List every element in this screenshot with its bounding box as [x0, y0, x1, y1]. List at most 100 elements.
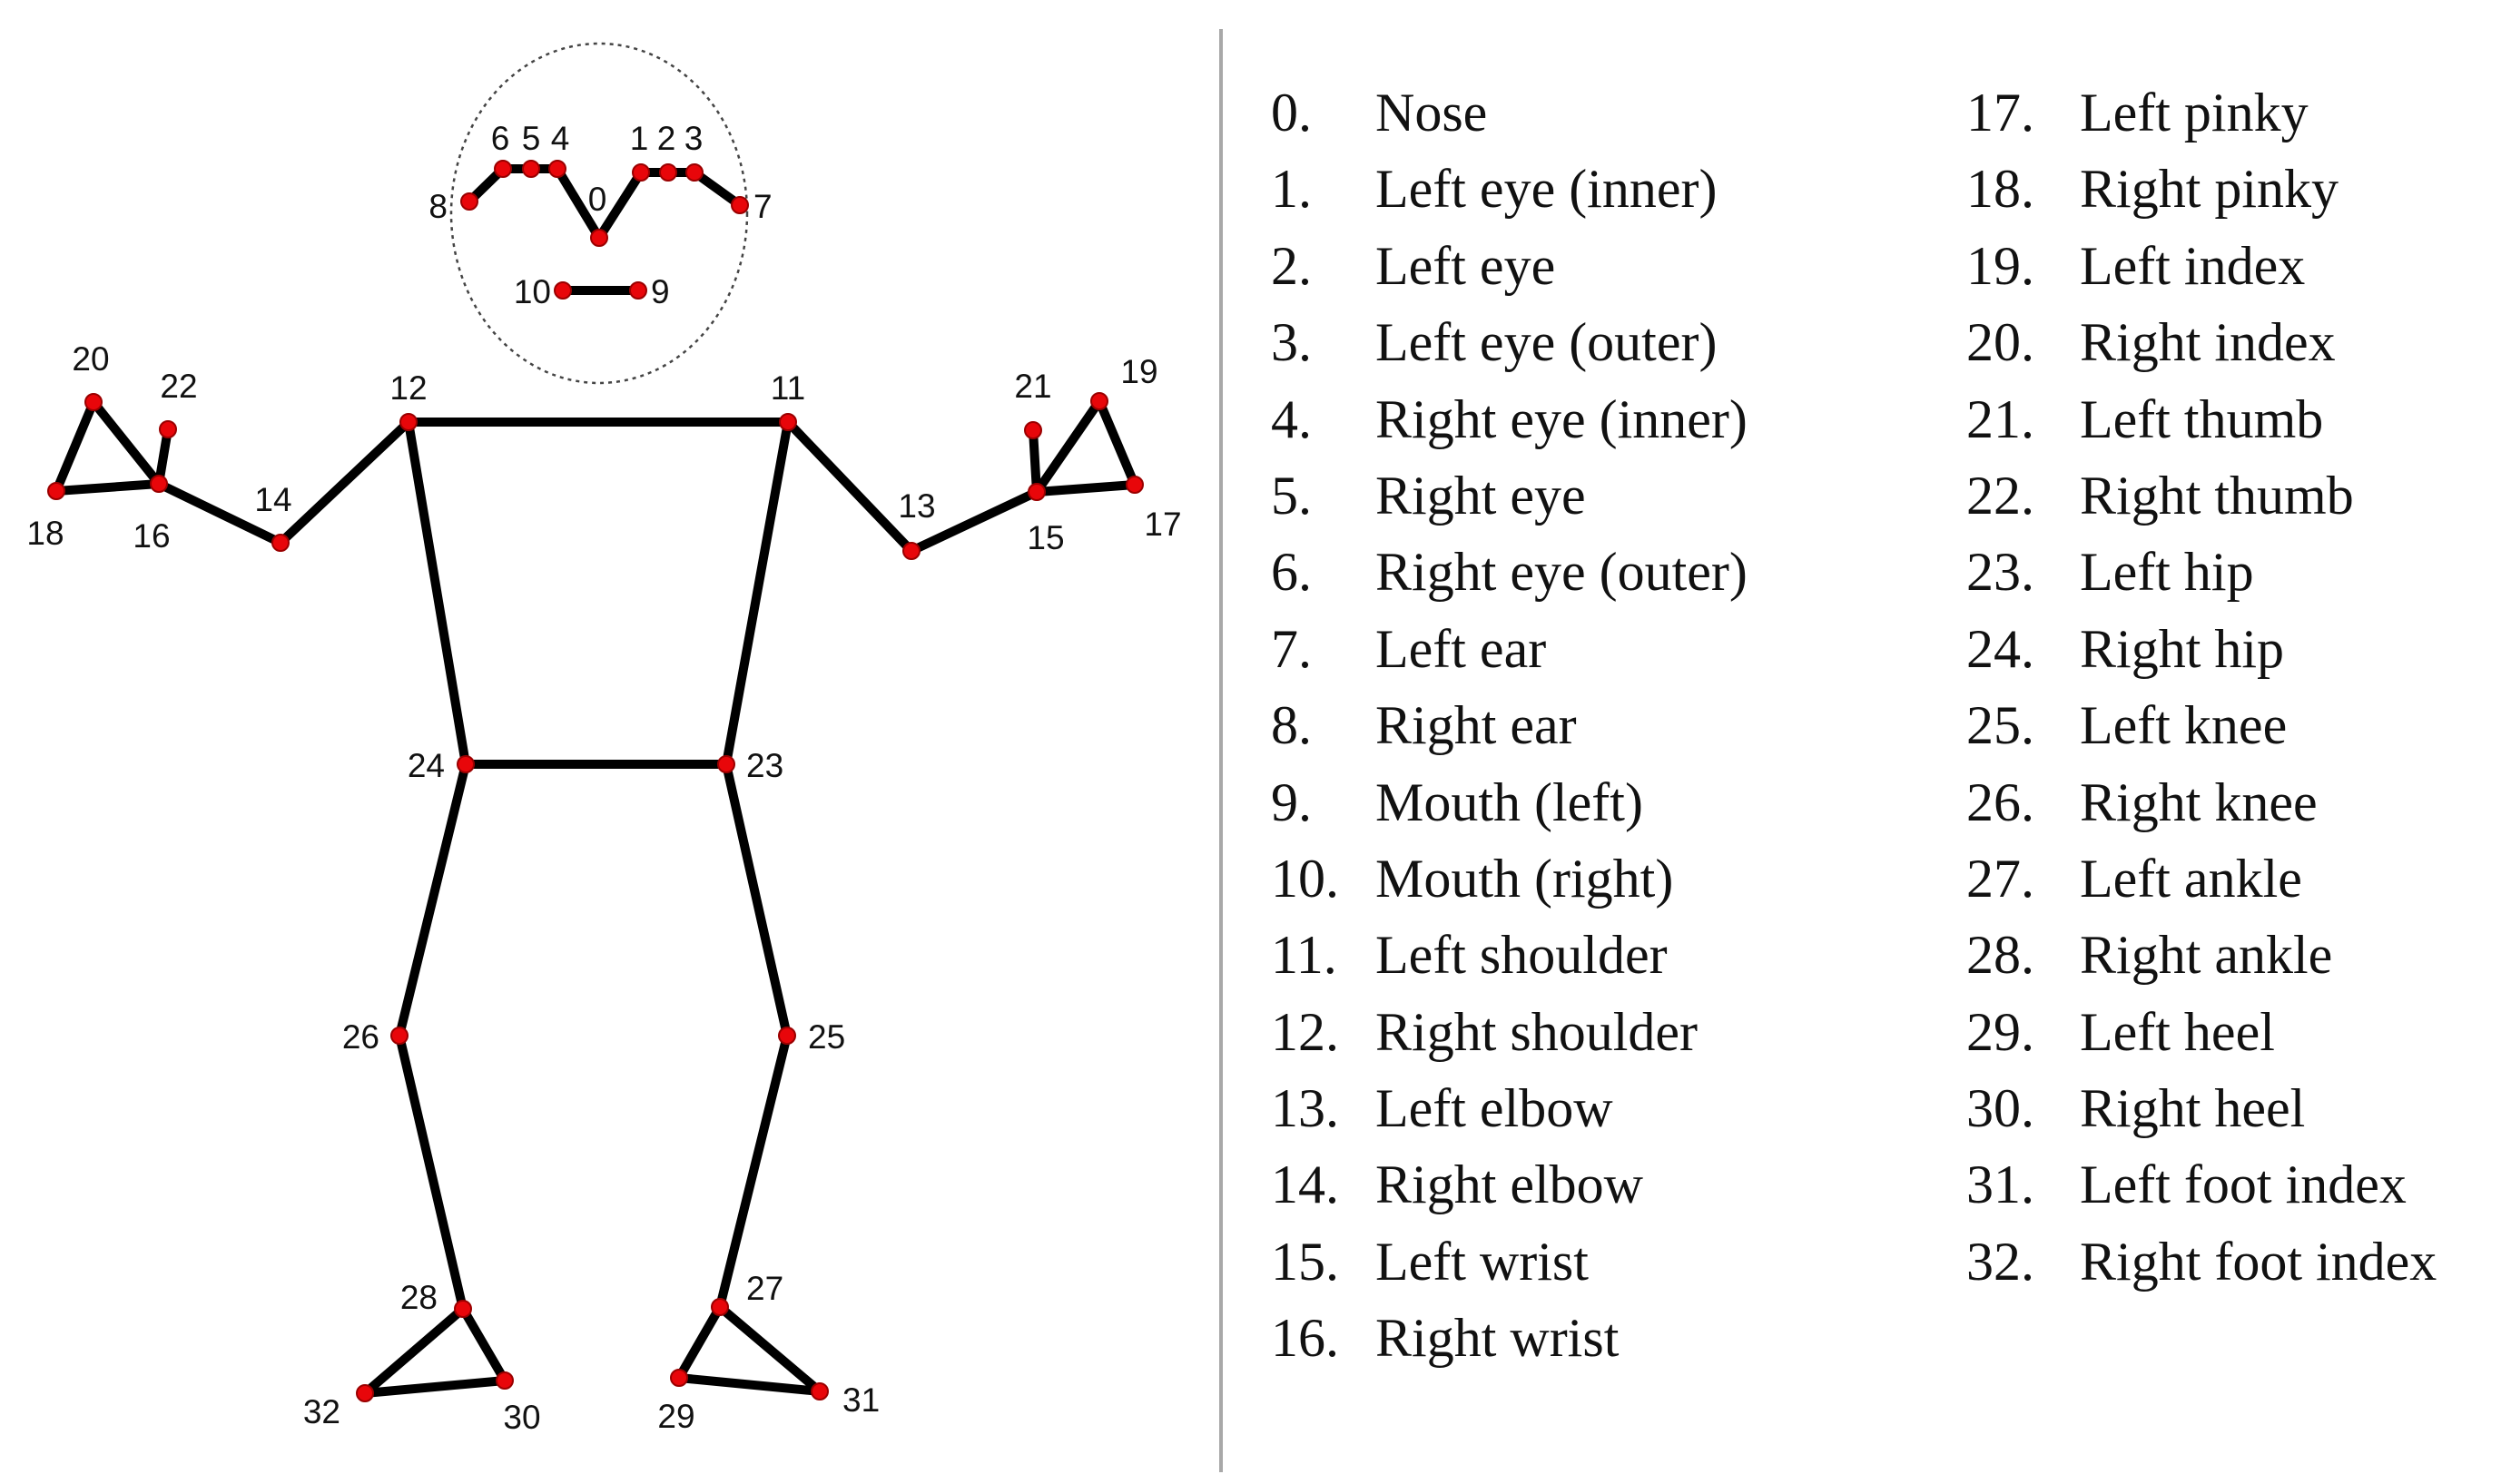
landmark-label-11: 11	[771, 369, 805, 407]
legend-name: Left index	[2080, 235, 2306, 296]
legend-name: Left wrist	[1375, 1231, 1589, 1292]
legend-name: Nose	[1375, 83, 1488, 143]
landmark-label-7: 7	[753, 188, 773, 225]
legend-item: 14.Right elbow	[1271, 1146, 1748, 1223]
landmark-point-25	[778, 1027, 796, 1045]
legend-item: 5.Right eye	[1271, 457, 1748, 534]
legend-index: 23.	[1966, 542, 2034, 603]
legend-index: 7.	[1271, 618, 1312, 679]
landmark-label-28: 28	[400, 1279, 438, 1316]
legend-item: 24.Right hip	[1966, 611, 2437, 687]
landmark-point-10	[554, 281, 572, 300]
legend-name: Left eye (outer)	[1375, 312, 1718, 373]
landmark-label-8: 8	[428, 188, 448, 225]
legend-index: 19.	[1966, 235, 2034, 296]
legend-item: 11.Left shoulder	[1271, 917, 1748, 993]
bone-16-22	[154, 425, 172, 488]
legend-index: 14.	[1271, 1155, 1339, 1215]
bone-27-29	[675, 1302, 724, 1382]
legend-index: 31.	[1966, 1155, 2034, 1215]
legend-index: 9.	[1271, 771, 1312, 832]
joints-layer	[47, 160, 1144, 1402]
landmark-label-17: 17	[1144, 506, 1181, 543]
landmark-point-1	[632, 163, 650, 182]
bone-14-16	[154, 479, 285, 547]
bones-layer	[52, 164, 1139, 1398]
legend-name: Right knee	[2080, 771, 2318, 832]
legend-index: 0.	[1271, 83, 1312, 143]
legend-item: 32.Right foot index	[1966, 1224, 2437, 1300]
legend-index: 26.	[1966, 771, 2034, 832]
landmark-point-29	[670, 1369, 688, 1387]
landmark-label-31: 31	[842, 1381, 880, 1419]
landmark-point-30	[496, 1371, 514, 1390]
landmark-point-2	[659, 163, 677, 182]
landmark-label-2: 2	[657, 120, 676, 157]
legend-item: 19. Left index	[1966, 228, 2437, 304]
legend-item: 26. Right knee	[1966, 764, 2437, 840]
legend-index: 22.	[1966, 465, 2034, 526]
bone-26-28	[395, 1031, 468, 1313]
bone-23-25	[722, 760, 792, 1040]
legend-name: Left knee	[2080, 695, 2288, 756]
legend-item: 10.Mouth (right)	[1271, 840, 1748, 917]
bone-18-20	[52, 398, 98, 496]
landmark-label-27: 27	[746, 1270, 783, 1307]
legend-index: 1.	[1271, 159, 1312, 220]
landmark-point-12	[399, 413, 418, 431]
legend-index: 20.	[1966, 312, 2034, 373]
bone-13-15	[907, 487, 1041, 555]
bone-3-7	[690, 168, 744, 210]
landmark-label-32: 32	[303, 1393, 340, 1430]
legend-index: 27.	[1966, 848, 2034, 909]
landmark-label-5: 5	[522, 120, 541, 157]
bone-0-1	[595, 168, 645, 242]
landmark-point-19	[1090, 392, 1108, 410]
landmark-point-4	[548, 160, 566, 178]
landmark-point-23	[717, 755, 735, 773]
legend-name: Left eye (inner)	[1375, 159, 1718, 220]
bone-24-26	[395, 760, 470, 1040]
bone-29-31	[675, 1373, 824, 1396]
legend-item: 7. Left ear	[1271, 611, 1748, 687]
landmark-label-24: 24	[408, 747, 445, 784]
landmark-point-7	[731, 196, 749, 214]
legend-name: Left ear	[1375, 618, 1547, 679]
legend-name: Left eye	[1375, 235, 1556, 296]
legend-index: 32.	[1966, 1231, 2034, 1292]
legend-index: 6.	[1271, 542, 1312, 603]
legend-name: Left heel	[2080, 1001, 2275, 1062]
legend-item: 9.Mouth (left)	[1271, 764, 1748, 840]
landmark-point-27	[711, 1298, 729, 1316]
landmark-label-22: 22	[160, 368, 197, 405]
landmark-label-12: 12	[389, 369, 427, 407]
legend-name: Right eye (outer)	[1375, 542, 1748, 603]
bone-30-28	[458, 1304, 509, 1385]
legend-item: 8.Right ear	[1271, 687, 1748, 763]
legend-index: 17.	[1966, 83, 2034, 143]
legend-item: 0. Nose	[1271, 74, 1748, 151]
landmark-point-3	[685, 163, 704, 182]
legend-item: 12.Right shoulder	[1271, 994, 1748, 1070]
landmark-point-32	[356, 1384, 374, 1402]
bone-16-18	[52, 479, 163, 496]
legend-item: 21.Left thumb	[1966, 381, 2437, 457]
legend-name: Left hip	[2080, 542, 2254, 603]
legend-index: 13.	[1271, 1078, 1339, 1139]
legend-name: Mouth (right)	[1375, 848, 1674, 909]
legend-item: 29.Left heel	[1966, 994, 2437, 1070]
landmark-point-5	[522, 160, 540, 178]
landmark-point-13	[902, 542, 921, 560]
landmark-point-20	[84, 393, 103, 411]
landmark-point-9	[629, 281, 647, 300]
landmark-point-24	[457, 755, 475, 773]
legend-item: 23. Left hip	[1966, 534, 2437, 610]
bone-28-32	[360, 1304, 468, 1398]
landmark-label-13: 13	[898, 487, 935, 525]
legend-name: Right wrist	[1375, 1308, 1620, 1369]
landmark-point-0	[590, 229, 608, 247]
landmark-point-14	[271, 534, 290, 552]
